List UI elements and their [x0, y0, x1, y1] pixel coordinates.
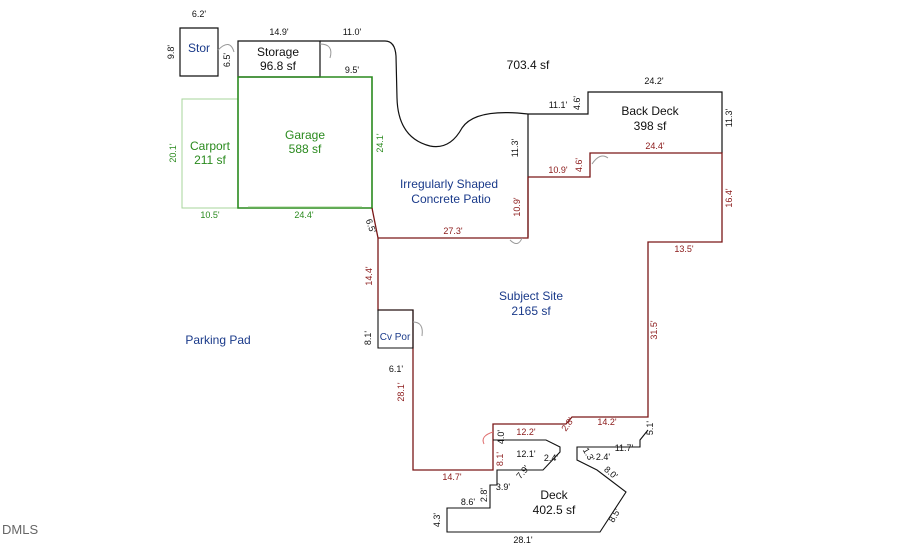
dim-subject-right-upper: 16.4' [724, 188, 734, 208]
dim-storage-top: 14.9' [269, 27, 289, 37]
deck-door-icon [482, 431, 494, 445]
dim-deck-m: 11.7' [615, 443, 634, 453]
dim-cv-por-left: 8.1' [363, 331, 373, 346]
dim-stor-top: 6.2' [192, 9, 207, 19]
garage-area: 588 sf [289, 142, 322, 156]
stor-door-icon [217, 44, 235, 53]
patio-area: 703.4 sf [507, 58, 550, 72]
dim-cv-por-bottom: 6.1' [389, 364, 404, 374]
stor-outline [179, 27, 219, 77]
carport-area: 211 sf [194, 153, 226, 167]
storage-door-icon [319, 43, 332, 59]
dim-subject-step-h: 10.9' [548, 165, 568, 175]
dim-subject-left-lower: 28.1' [396, 382, 406, 402]
dim-patio-top: 11.0' [343, 27, 362, 37]
storage-area: 96.8 sf [260, 59, 297, 73]
patio-curve-outline [320, 40, 529, 148]
subject-site-label: Subject Site [499, 289, 563, 303]
stor-label: Stor [188, 41, 210, 55]
dim-storage-bottom: 9.5' [345, 65, 360, 75]
patio-door-icon [509, 237, 523, 244]
dim-subject-notch-v: 8.1' [495, 452, 505, 467]
back-deck-label: Back Deck [621, 104, 679, 118]
watermark-label: DMLS [2, 522, 38, 537]
dim-carport-left: 20.1' [168, 143, 178, 163]
dim-deck-l: 1.3' [581, 446, 597, 464]
dim-subject-lower-h: 14.2' [597, 417, 617, 427]
dim-back-deck-left-top: 11.1' [549, 100, 568, 110]
dim-deck-e: 2.8' [479, 488, 489, 503]
dim-subject-left: 14.4' [364, 266, 374, 286]
dim-deck-step-v: 4.0' [496, 430, 506, 445]
dim-back-deck-top: 24.2' [644, 76, 664, 86]
parking-pad-label: Parking Pad [185, 333, 250, 347]
dim-subject-corner: 6.5' [364, 218, 378, 235]
dim-deck-a: 12.1' [516, 449, 536, 459]
dim-subject-right-step: 13.5' [674, 244, 694, 254]
back-deck-area: 398 sf [634, 119, 667, 133]
dim-deck-h: 28.1' [513, 535, 533, 545]
dim-deck-g: 4.3' [432, 513, 442, 528]
dim-subject-diag: 2.8' [559, 415, 576, 433]
patio-label-line2: Concrete Patio [411, 192, 491, 206]
dim-garage-bottom: 24.4' [294, 210, 314, 220]
dim-deck-c: 7.9' [514, 463, 531, 481]
carport-label: Carport [190, 139, 231, 153]
dim-subject-step-v: 4.6' [574, 158, 584, 173]
dim-deck-f: 8.6' [461, 497, 476, 507]
cv-por-label: Cv Por [380, 332, 411, 343]
dim-deck-b: 2.4' [544, 453, 559, 463]
dim-deck-j: 8.0' [602, 464, 620, 481]
dim-back-deck-step: 4.6' [572, 96, 582, 111]
dim-deck-d: 3.9' [496, 482, 511, 492]
deck-label: Deck [540, 488, 568, 502]
dim-stor-left: 9.8' [166, 45, 176, 60]
garage-label: Garage [285, 128, 325, 142]
dim-deck-right-v: 5.1' [645, 421, 655, 436]
deck-outline [446, 429, 649, 533]
dim-back-deck-right: 11.3' [724, 108, 734, 127]
dim-deck-i: 8.5' [607, 507, 623, 525]
dim-subject-top: 27.3' [443, 226, 463, 236]
subject-site-outline [371, 152, 723, 471]
cv-por-door-icon [412, 321, 423, 337]
deck-area: 402.5 sf [533, 503, 576, 517]
dim-subject-inner-v: 10.9' [512, 197, 522, 217]
patio-label-line1: Irregularly Shaped [400, 177, 498, 191]
dim-patio-right-upper: 11.3' [510, 138, 520, 157]
subject-site-area: 2165 sf [511, 304, 551, 318]
dim-back-deck-bottom: 24.4' [645, 141, 665, 151]
dim-deck-k: 2.4' [596, 452, 611, 462]
dim-stor-right: 6.5' [222, 53, 232, 68]
dim-carport-bottom: 10.5' [200, 210, 220, 220]
back-deck-door-icon [591, 155, 609, 165]
dim-garage-right: 24.1' [375, 133, 385, 153]
dim-subject-right-long: 31.5' [649, 320, 659, 340]
dim-subject-bottom: 14.7' [442, 472, 462, 482]
dim-subject-notch-h: 12.2' [516, 427, 536, 437]
storage-label: Storage [257, 45, 299, 59]
cv-por-outline [377, 309, 414, 349]
back-deck-outline [528, 91, 723, 153]
